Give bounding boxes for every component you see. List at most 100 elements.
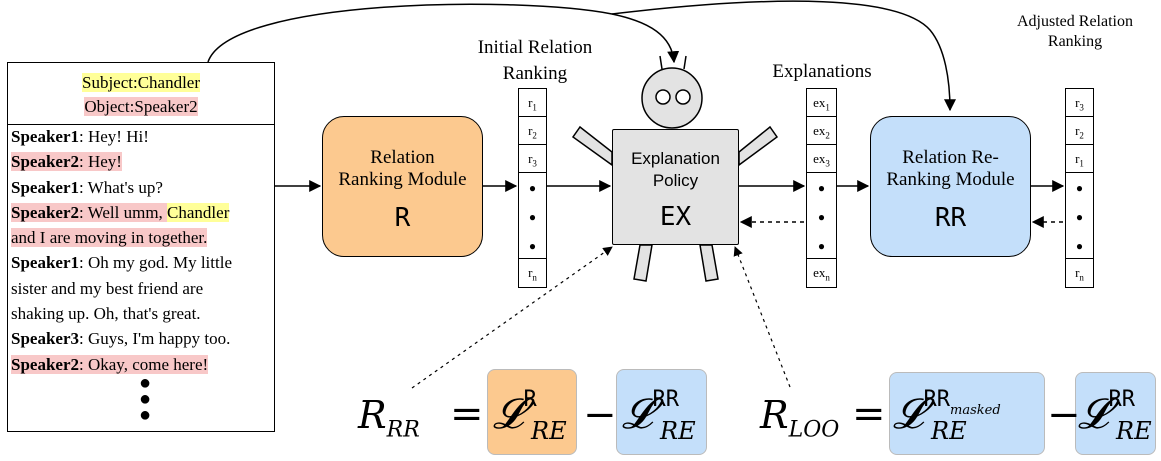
utterance-text: : Okay, come here!: [79, 354, 209, 374]
ranking-cell-last: exn: [807, 258, 836, 286]
policy-title-line2: Policy: [652, 171, 699, 190]
speaker-name: Speaker1: [11, 253, 79, 273]
ellipsis-dot: ●: [817, 180, 826, 195]
dialogue-line: Speaker3: Guys, I'm happy too.: [11, 326, 273, 351]
dialogue-header: Subject:Chandler Object:Speaker2: [8, 63, 274, 125]
subject-mention: Chandler: [167, 202, 230, 222]
relation-reranking-module: Relation Re- Ranking Module RR: [870, 116, 1031, 257]
ellipsis-dot: ●: [1075, 239, 1084, 254]
dialogue-line: sister and my best friend are: [11, 276, 273, 301]
utterance-text: : What's up?: [79, 177, 163, 197]
speaker-name: Speaker2: [11, 152, 79, 172]
ranking-cell: ex2: [807, 117, 836, 145]
explanation-policy-box: Explanation Policy EX: [612, 129, 739, 245]
utterance-text: : Hey! Hi!: [79, 127, 149, 146]
module-title-line1: Relation: [370, 147, 435, 168]
relation-ranking-module: Relation Ranking Module R: [322, 116, 483, 257]
module-letter: RR: [934, 203, 967, 233]
formula-rr-term2: 𝓛RR RE: [622, 387, 696, 445]
robot-leg-left: [633, 244, 653, 282]
ranking-cell: ex3: [807, 145, 836, 173]
robot-leg-right: [699, 244, 719, 282]
ellipsis-dot: ●: [1075, 210, 1084, 224]
formula-loo-lhs: RLOO: [760, 393, 840, 443]
subject-label: Subject:Chandler: [81, 73, 201, 92]
robot-eye-left: [655, 89, 671, 105]
object-label: Object:Speaker2: [84, 97, 198, 116]
ranking-cell-last: rn: [1066, 258, 1093, 286]
ranking-cell: r1: [1066, 145, 1093, 173]
dialogue-lines: Speaker1: Hey! Hi!Speaker2: Hey!Speaker1…: [11, 124, 273, 377]
utterance-text: and I are moving in together.: [11, 228, 208, 248]
dashed-reward-arrow-loo: [733, 246, 791, 388]
robot-head: [641, 67, 703, 129]
formula-rr-term1: 𝓛R RE: [493, 387, 567, 445]
initial-ranking-label-line1: Initial Relation: [477, 37, 593, 58]
curved-arrow-to-rr: [611, 0, 956, 112]
dialogue-line: Speaker1: Hey! Hi!: [11, 124, 273, 149]
policy-letter: EX: [659, 202, 692, 232]
ellipsis-dot: ●: [139, 388, 152, 410]
dialogue-line: Speaker2: Okay, come here!: [11, 352, 273, 377]
ranking-cell: r3: [519, 145, 546, 173]
dialogue-line: and I are moving in together.: [11, 225, 273, 250]
robot-antenna: [659, 55, 663, 70]
ranking-cell-last: rn: [519, 258, 546, 286]
ellipsis-dot: ●: [817, 210, 826, 224]
dialogue-line: Speaker1: What's up?: [11, 175, 273, 200]
robot-eye-right: [675, 89, 691, 105]
adjusted-ranking-label-line2: Ranking: [1047, 33, 1103, 50]
module-title-line1: Relation Re-: [902, 147, 999, 168]
robot-antenna: [683, 55, 687, 70]
module-letter: R: [394, 203, 411, 233]
ellipsis-dot: ●: [1075, 180, 1084, 195]
formula-term-rrmasked-box: [889, 372, 1045, 455]
curved-arrow-to-policy: [207, 3, 680, 64]
dialogue-box: Subject:Chandler Object:Speaker2 Speaker…: [7, 62, 275, 432]
utterance-text: sister and my best friend are: [11, 278, 204, 298]
module-title-line2: Ranking Module: [886, 169, 1015, 190]
ranking-cell: r1: [519, 89, 546, 117]
initial-ranking-label-line2: Ranking: [502, 63, 568, 84]
ranking-cell: r2: [1066, 117, 1093, 145]
speaker-name: Speaker1: [11, 177, 79, 197]
dialogue-line: Speaker2: Hey!: [11, 149, 273, 174]
speaker-name: Speaker3: [11, 329, 79, 349]
speaker-name: Speaker2: [11, 354, 79, 374]
ellipsis-dot: ●: [528, 239, 537, 254]
utterance-text: : Guys, I'm happy too.: [79, 329, 231, 349]
formula-term-rr-box: [616, 369, 707, 455]
ellipsis-dot: ●: [817, 239, 826, 254]
robot-arm-left: [571, 125, 613, 167]
formula-loo-minus: −: [1047, 392, 1081, 438]
dashed-reward-arrow-rr: [411, 246, 613, 389]
speaker-name: Speaker2: [11, 202, 79, 222]
ranking-cell: ex1: [807, 89, 836, 117]
formula-loo-eq: =: [852, 391, 886, 437]
dialogue-line: Speaker2: Well umm, Chandler: [11, 200, 273, 225]
formula-term-rr-box: [1075, 372, 1156, 455]
formula-rr-minus: −: [583, 392, 617, 438]
ellipsis-dot: ●: [528, 210, 537, 224]
utterance-text: : Hey!: [79, 152, 122, 172]
speaker-name: Speaker1: [11, 127, 79, 146]
ellipsis-dot: ●: [139, 404, 152, 426]
ellipsis-dot: ●: [139, 372, 152, 394]
formula-loo-term2: 𝓛RR RE: [1078, 387, 1152, 445]
policy-title-line1: Explanation: [631, 149, 720, 168]
formula-term-r-box: [487, 369, 577, 455]
ellipsis-dot: ●: [528, 180, 537, 195]
formula-rr-eq: =: [450, 391, 484, 437]
dialogue-line: shaking up. Oh, that's great.: [11, 301, 273, 326]
utterance-text: : Well umm,: [79, 202, 168, 222]
utterance-text: shaking up. Oh, that's great.: [11, 304, 201, 324]
ranking-cell: r3: [1066, 89, 1093, 117]
explanations-label: Explanations: [772, 61, 872, 82]
ranking-cell: r2: [519, 117, 546, 145]
adjusted-ranking-label-line1: Adjusted Relation: [1017, 13, 1133, 30]
module-title-line2: Ranking Module: [338, 169, 467, 190]
utterance-text: : Oh my god. My little: [79, 253, 232, 273]
dialogue-line: Speaker1: Oh my god. My little: [11, 250, 273, 275]
